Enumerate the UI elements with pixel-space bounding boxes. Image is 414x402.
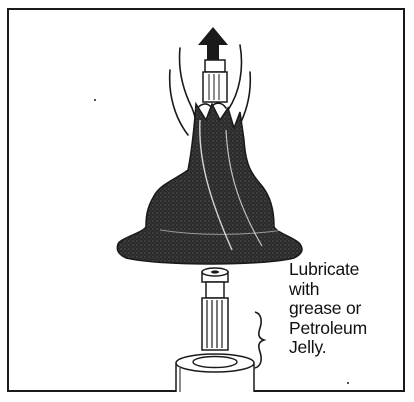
caption-line: with bbox=[289, 280, 405, 300]
speck bbox=[347, 382, 349, 384]
housing bbox=[176, 354, 254, 392]
dark-nozzle-part bbox=[117, 104, 302, 264]
brace bbox=[255, 312, 264, 368]
pulled-shaft bbox=[203, 60, 227, 102]
up-arrow-icon bbox=[198, 27, 228, 60]
caption-line: Petroleum bbox=[289, 319, 405, 339]
lower-shaft bbox=[202, 268, 228, 350]
caption-line: Lubricate bbox=[289, 260, 405, 280]
caption-line: grease or bbox=[289, 299, 405, 319]
speck bbox=[94, 99, 96, 101]
caption-line: Jelly. bbox=[289, 338, 405, 358]
lubricate-caption: Lubricate with grease or Petroleum Jelly… bbox=[289, 260, 405, 358]
